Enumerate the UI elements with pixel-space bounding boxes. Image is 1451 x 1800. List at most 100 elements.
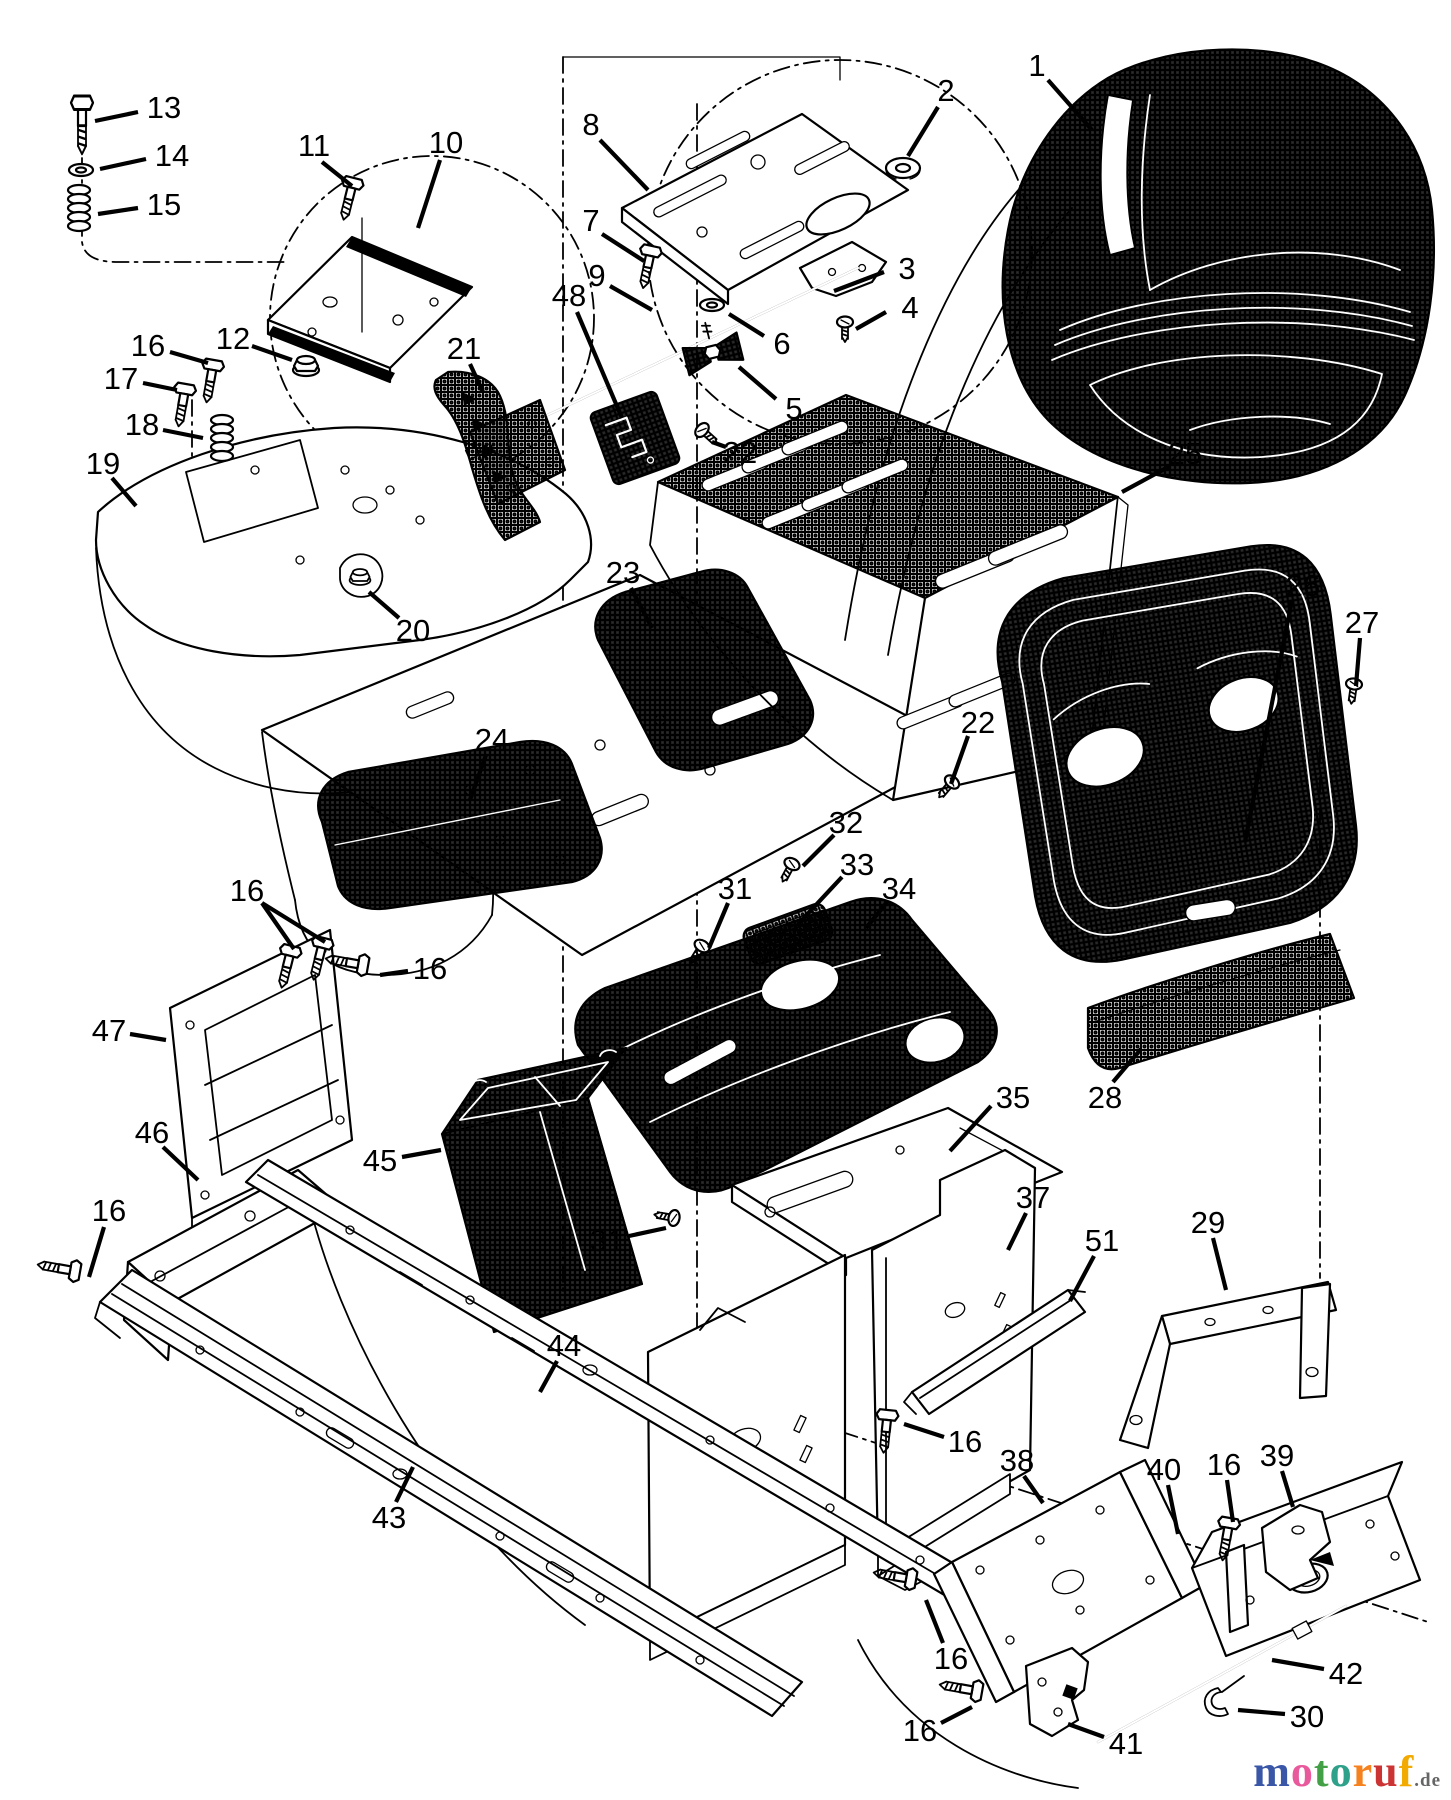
part-2-grommet [884, 156, 922, 181]
callout-leader [801, 833, 836, 868]
motoruf-logo[interactable]: motoruf.de [1253, 1750, 1441, 1794]
part-15-spring [66, 183, 92, 233]
part-10-support-bracket [266, 217, 474, 384]
logo-letter: m [1253, 1747, 1291, 1796]
callout-label-51: 51 [1085, 1223, 1119, 1258]
callout-label-27: 27 [1345, 605, 1379, 640]
callout-leader [1046, 78, 1094, 132]
callout-leader [161, 1145, 200, 1182]
part-12-nut [291, 354, 321, 378]
callout-leader [924, 1599, 945, 1644]
logo-letter: f [1398, 1747, 1415, 1796]
callout-leader [94, 109, 139, 124]
part-41-pivot-plate [1024, 1646, 1090, 1738]
part-26-grille-housing [996, 544, 1358, 963]
callout-label-6: 6 [773, 326, 790, 361]
callout-label-11: 11 [298, 128, 330, 163]
part-27-screw [1342, 676, 1364, 707]
part-38-hinge-plate [932, 1458, 1207, 1704]
callout-label-10: 10 [429, 125, 463, 160]
callout-label-16: 16 [92, 1193, 126, 1228]
callout-label-12: 12 [216, 321, 250, 356]
part-3-seat-bracket [798, 240, 888, 298]
callout-leader [1353, 637, 1363, 687]
part-45-battery-box [440, 1046, 644, 1334]
callout-leader [260, 901, 327, 944]
callout-label-23: 23 [606, 555, 640, 590]
part-13-bolt [69, 94, 95, 156]
callout-leader [162, 427, 204, 441]
part-8-seat-plate [620, 112, 910, 306]
callout-leader [727, 312, 766, 338]
part-35-mount-plate [730, 1106, 1064, 1277]
callout-leader [1165, 1484, 1181, 1535]
callout-label-42: 42 [1329, 1656, 1363, 1691]
callout-label-15: 15 [147, 187, 181, 222]
callout-label-22: 22 [723, 435, 757, 470]
callout-leader [906, 105, 940, 158]
part-47-support-bracket [168, 928, 354, 1236]
part-30-cotter-pin [1203, 1675, 1245, 1717]
part-19-fender-body [94, 426, 593, 976]
callout-leader [948, 1104, 993, 1153]
callout-label-16: 16 [230, 873, 264, 908]
part-18-spring [209, 413, 235, 463]
callout-label-28: 28 [1088, 1080, 1122, 1115]
callout-leader [401, 1147, 442, 1160]
part-29-hood-hinge-bracket [1118, 1280, 1338, 1450]
callout-label-33: 33 [840, 847, 874, 882]
callout-label-24: 24 [475, 722, 509, 757]
callout-leader [1224, 1479, 1236, 1523]
callout-leader [1210, 1237, 1229, 1291]
callout-label-16: 16 [413, 951, 447, 986]
callout-leader [1022, 1474, 1045, 1505]
callout-label-39: 39 [1260, 1438, 1294, 1473]
callout-leader [711, 440, 727, 449]
callout-leader [416, 159, 442, 229]
callout-leader [864, 899, 890, 930]
callout-label-38: 38 [1000, 1443, 1034, 1478]
callout-leader [854, 310, 888, 331]
callout-leader [251, 344, 293, 362]
part-16-bolt-h [936, 1672, 986, 1704]
callout-leader [367, 590, 401, 620]
callout-leader [169, 349, 209, 366]
callout-leader [1279, 1470, 1296, 1508]
callout-label-37: 37 [1016, 1180, 1050, 1215]
callout-leader [468, 754, 488, 801]
callout-label-29: 29 [1191, 1205, 1225, 1240]
callout-label-2: 2 [937, 73, 954, 108]
motoruf-logo-suffix: .de [1414, 1770, 1441, 1791]
callout-leader [629, 587, 654, 629]
callout-leader [99, 156, 147, 172]
callout-label-46: 46 [135, 1115, 169, 1150]
callout-leader [538, 1359, 559, 1394]
callout-label-16: 16 [1207, 1447, 1241, 1482]
motoruf-logo-letters: motoruf [1253, 1747, 1414, 1796]
callout-leader [1271, 1657, 1325, 1672]
callout-leader [833, 270, 885, 293]
part-43-frame-rail-left [94, 1268, 804, 1718]
callout-label-16: 16 [131, 328, 165, 363]
callout-label-48: 48 [552, 278, 586, 313]
callout-leader [142, 380, 178, 393]
callout-leader [600, 232, 646, 263]
callout-label-16: 16 [903, 1713, 937, 1748]
logo-letter: o [1329, 1747, 1353, 1796]
callout-leader [1242, 599, 1295, 843]
callout-leader [799, 875, 844, 923]
part-6-washer [698, 297, 726, 313]
callout-label-41: 41 [1109, 1726, 1143, 1761]
callout-leader [1006, 1212, 1028, 1251]
callout-leader [575, 311, 624, 419]
callout-leader [379, 968, 409, 978]
callout-label-19: 19 [86, 446, 120, 481]
part-5-wing-knob [681, 321, 745, 377]
callout-leader [1120, 464, 1172, 494]
callout-label-35: 35 [996, 1080, 1030, 1115]
callout-label-7: 7 [582, 203, 599, 238]
callout-label-40: 40 [1147, 1452, 1181, 1487]
part-7-bolt [631, 242, 664, 292]
callout-leader [129, 1031, 167, 1043]
logo-letter: t [1313, 1747, 1330, 1796]
